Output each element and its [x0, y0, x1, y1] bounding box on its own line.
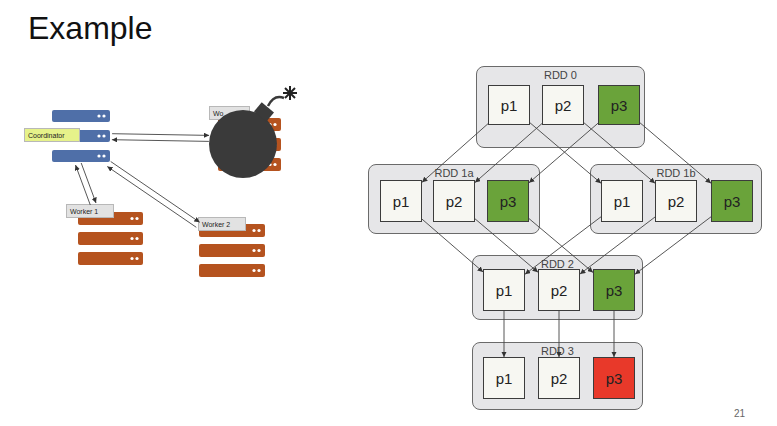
server-light [130, 237, 133, 240]
server-light [273, 163, 276, 166]
server-light [252, 269, 255, 272]
server-light [257, 229, 260, 232]
server-label: Wo [209, 106, 250, 120]
bomb-spark [283, 86, 297, 100]
rdd-name: RDD 3 [473, 345, 642, 357]
rdd-group: RDD 0 p1 p2 p3 [476, 66, 645, 148]
partition-name: p3 [606, 282, 623, 299]
partition-name: p1 [393, 193, 410, 210]
server-unit [199, 264, 265, 277]
server-light [135, 217, 138, 220]
partition-box: p3 [711, 180, 753, 222]
partition-box: p1 [380, 180, 422, 222]
partition-box: p1 [483, 357, 525, 399]
worker-server: Worker 1 [66, 204, 144, 268]
server-light [102, 114, 105, 117]
server-light [268, 143, 271, 146]
partition-box: p1 [488, 85, 530, 125]
dependency-arrow [81, 163, 96, 203]
dependency-arrow [112, 140, 209, 142]
partition-box: p2 [433, 180, 475, 222]
server-unit [218, 138, 281, 151]
server-light [252, 229, 255, 232]
coordinator-server: Coordinator [24, 108, 112, 164]
partition-name: p1 [496, 370, 513, 387]
partition-box: p1 [483, 269, 525, 311]
partition-box: p3 [593, 357, 635, 399]
rdd-group: RDD 3 p1 p2 p3 [472, 342, 643, 410]
server-light [130, 217, 133, 220]
server-unit [52, 150, 110, 162]
server-light [130, 257, 133, 260]
dependency-arrow [112, 134, 209, 136]
dependency-arrow [76, 165, 91, 205]
server-light [135, 257, 138, 260]
server-light [268, 123, 271, 126]
server-light [268, 163, 271, 166]
rdd-group: RDD 2p1p2p3 [472, 255, 643, 320]
server-light [252, 249, 255, 252]
server-unit [199, 244, 265, 257]
slide-title: Example [28, 10, 153, 47]
server-light [102, 134, 105, 137]
bomb-fuse [268, 97, 284, 106]
partition-box: p3 [598, 85, 640, 125]
partition-name: p3 [606, 370, 623, 387]
server-light [273, 123, 276, 126]
partition-name: p1 [496, 282, 513, 299]
server-light [257, 249, 260, 252]
partition-box: p1 [601, 180, 643, 222]
worker-server: Wo [209, 106, 282, 172]
server-label: Worker 2 [198, 217, 246, 231]
rdd-group: RDD 1a p1 p2 p3 [368, 164, 540, 234]
server-light [97, 134, 100, 137]
server-unit [218, 158, 281, 171]
server-label: Coordinator [24, 128, 80, 142]
partition-box: p3 [593, 269, 635, 311]
partition-box: p3 [487, 180, 529, 222]
partition-name: p2 [551, 370, 568, 387]
partition-name: p3 [611, 97, 628, 114]
server-light [97, 154, 100, 157]
partition-name: p2 [555, 97, 572, 114]
partition-box: p2 [538, 357, 580, 399]
partition-name: p2 [668, 193, 685, 210]
server-light [102, 154, 105, 157]
partition-name: p1 [614, 193, 631, 210]
partition-name: p1 [501, 97, 518, 114]
server-unit [52, 110, 110, 122]
server-light [257, 269, 260, 272]
rdd-name: RDD 0 [477, 69, 644, 81]
partition-name: p2 [446, 193, 463, 210]
partition-name: p2 [551, 282, 568, 299]
partition-box: p2 [655, 180, 697, 222]
page-number: 21 [734, 408, 745, 419]
server-label: Worker 1 [66, 204, 114, 218]
partition-name: p3 [724, 193, 741, 210]
server-light [273, 143, 276, 146]
worker-server: Worker 2 [198, 217, 266, 279]
partition-box: p2 [538, 269, 580, 311]
server-light [97, 114, 100, 117]
rdd-name: RDD 1a [369, 167, 539, 179]
rdd-group: RDD 1b p1 p2 p3 [590, 164, 762, 234]
server-unit [78, 232, 143, 245]
server-light [135, 237, 138, 240]
partition-box: p2 [542, 85, 584, 125]
partition-name: p3 [500, 193, 517, 210]
rdd-name: RDD 1b [591, 167, 761, 179]
server-unit [78, 252, 143, 265]
